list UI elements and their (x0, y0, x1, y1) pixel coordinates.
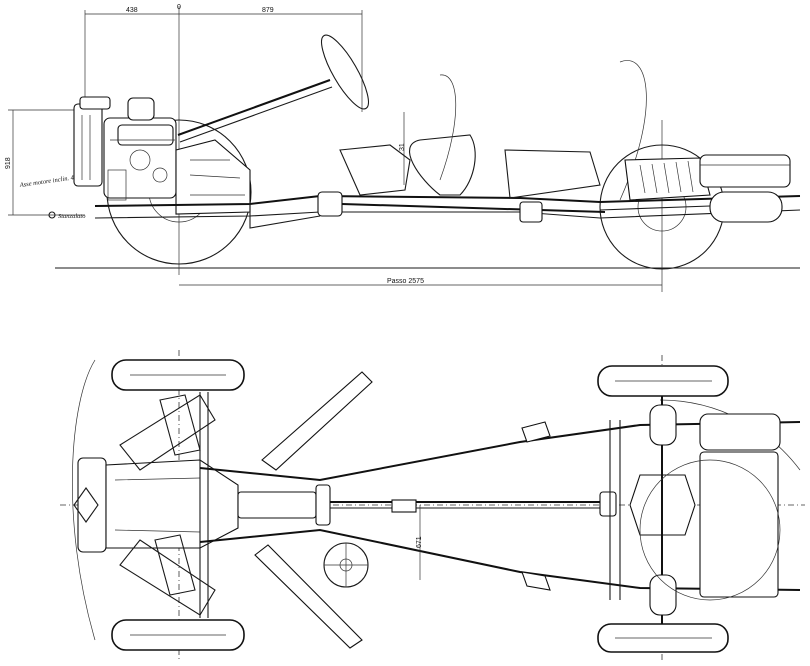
rear-seat-cushion (504, 149, 601, 199)
rear-bracket-left (521, 421, 551, 443)
radiator-cap (79, 96, 111, 110)
fuel-tank-plan (699, 451, 779, 598)
rear-damper-right (649, 574, 677, 616)
wheelbase-dimension: Passo 2575 (387, 278, 424, 285)
muffler (709, 191, 783, 223)
fan-icon (73, 487, 99, 523)
front-seat-outline-dashed (439, 74, 457, 181)
gearbox (175, 139, 251, 215)
universal-joint-front (317, 191, 343, 217)
engine-axis-note: Asse motore inclin. 4° (18, 174, 77, 189)
gearbox-plan (237, 491, 317, 519)
radiator-plan (77, 457, 107, 553)
axle-mark: 0 (177, 4, 181, 11)
front-seat-back (408, 134, 476, 196)
body-outline-front (72, 359, 96, 641)
rear-universal-joint (599, 491, 617, 517)
steering-linkage-lower (254, 544, 363, 649)
reference-point-icon (48, 211, 56, 219)
front-upper-arm-left (119, 394, 216, 471)
height-dimension: 918 (5, 157, 12, 169)
steering-wheel (321, 34, 369, 110)
rear-damper-left (649, 404, 677, 446)
shaft-coupling (391, 499, 417, 513)
engine-plan (105, 459, 239, 549)
track-offset-dimension: 671 (416, 536, 423, 548)
rear-spring-housing (624, 157, 711, 201)
engine-to-column-dimension: 879 (262, 7, 274, 14)
cylinder-head (117, 124, 174, 146)
radiator (73, 103, 103, 187)
coil-spring (639, 160, 694, 194)
front-strut-left (159, 394, 201, 456)
steering-height-dimension: 31 (399, 143, 406, 151)
frame-rail-lower (94, 209, 801, 219)
reference-point-label: Stanzalato (58, 213, 86, 220)
fuel-tank (699, 154, 791, 188)
steering-linkage-upper (261, 371, 373, 471)
rear-bracket-right (521, 571, 551, 591)
muffler-plan (699, 413, 781, 451)
spare-wheel-outline (639, 459, 781, 601)
side-elevation-view: 438 0 879 918 Asse motore inclin. 4° Sta… (5, 4, 801, 292)
front-strut-right (154, 534, 196, 596)
steering-column (177, 79, 331, 136)
front-upper-arm-right (119, 539, 216, 616)
frame-rail-upper (94, 194, 801, 207)
front-seat-cushion (339, 144, 411, 196)
air-filter (127, 97, 155, 121)
frame-rail-right (199, 528, 801, 591)
center-bearing (519, 201, 543, 223)
front-overhang-dimension: 438 (126, 7, 138, 14)
exhaust-pipe (599, 205, 711, 211)
frame-rail-left (199, 421, 801, 482)
propeller-shaft (341, 203, 606, 213)
plan-view: 671 (60, 350, 805, 660)
universal-joint-plan (315, 484, 331, 526)
